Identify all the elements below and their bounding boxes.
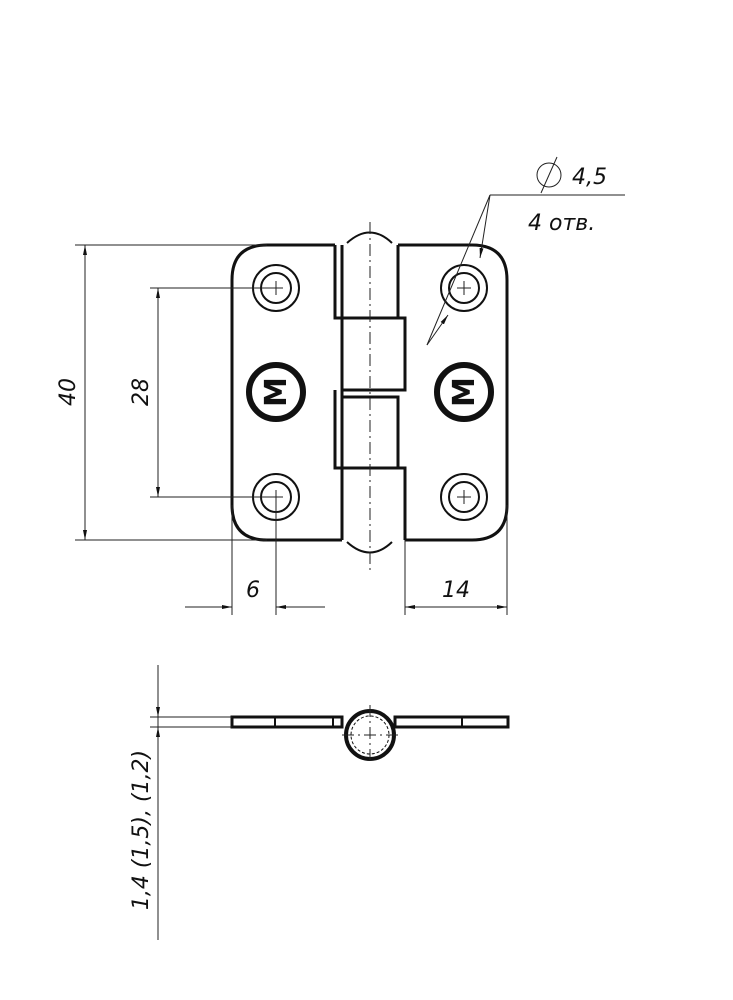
screw-hole-bottom-right: [440, 473, 488, 521]
logo-right: M: [434, 362, 494, 422]
diameter-icon: [536, 156, 562, 194]
dimension-hole-spacing: 28: [129, 287, 276, 498]
left-leaf-knuckle-edge: [333, 245, 342, 470]
right-leaf: [398, 243, 509, 542]
svg-text:6: 6: [246, 578, 260, 603]
hole-diameter-callout: 4,5 4 отв.: [426, 156, 625, 346]
knuckle-top-cap: [346, 231, 393, 244]
screw-hole-top-right: [440, 264, 488, 312]
svg-text:28: 28: [129, 378, 154, 406]
svg-text:40: 40: [56, 378, 81, 406]
dimension-hole-offset: 6: [185, 497, 325, 615]
left-leaf: [230, 243, 342, 542]
dimension-thickness: 1,4 (1,5), (1,2): [129, 665, 232, 940]
svg-text:M: M: [259, 377, 294, 407]
svg-text:4 отв.: 4 отв.: [528, 211, 595, 236]
front-view: M M: [230, 222, 509, 570]
dimension-height: 40: [56, 244, 267, 541]
svg-text:1,4 (1,5), (1,2): 1,4 (1,5), (1,2): [129, 750, 154, 910]
knuckle: [340, 245, 407, 540]
side-view: [230, 705, 510, 765]
dimension-leaf-width: 14: [404, 505, 508, 615]
svg-text:M: M: [447, 377, 482, 407]
svg-text:4,5: 4,5: [572, 165, 607, 190]
svg-text:14: 14: [442, 578, 470, 603]
logo-left: M: [246, 362, 306, 422]
